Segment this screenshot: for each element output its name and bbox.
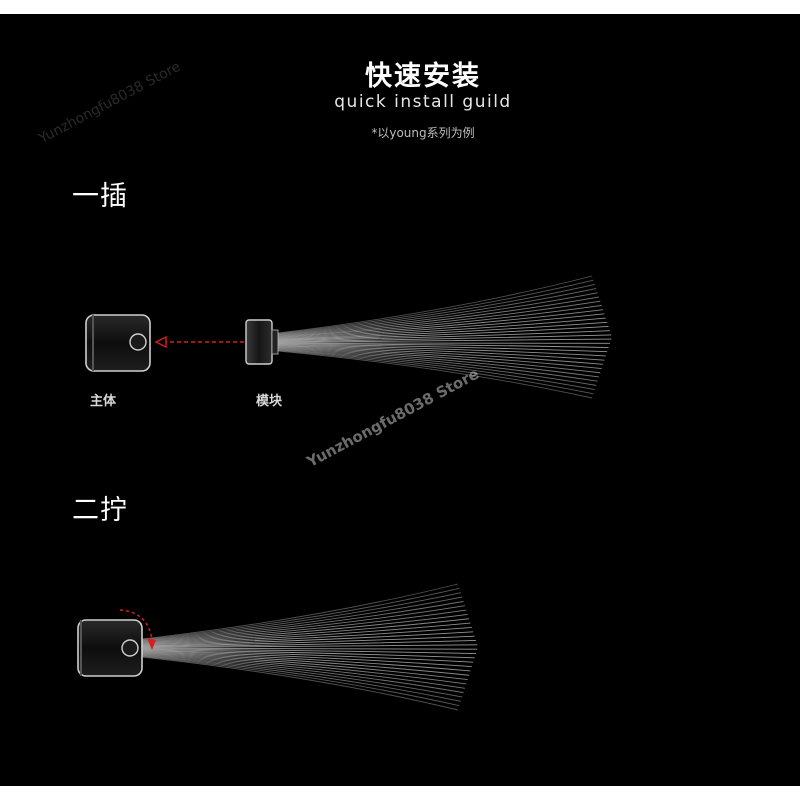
brush-bristles bbox=[277, 275, 612, 399]
bristle-strand bbox=[277, 317, 606, 340]
bristle-strand bbox=[141, 583, 459, 640]
bristle-strand bbox=[277, 275, 593, 334]
main-body-label: 主体 bbox=[90, 394, 117, 409]
bristle-strand bbox=[141, 651, 470, 676]
bristle-strand bbox=[141, 654, 464, 694]
twist-arrow-icon bbox=[119, 609, 156, 650]
bristle-strand bbox=[277, 309, 604, 339]
bristle-strand bbox=[141, 600, 464, 642]
bristle-strand bbox=[141, 656, 459, 711]
assembled-body-unit bbox=[77, 583, 478, 711]
bristle-strand bbox=[277, 348, 597, 386]
bristle-strand bbox=[141, 626, 472, 646]
step-2-heading: 二拧 bbox=[72, 495, 128, 526]
bristle-strand bbox=[141, 648, 476, 654]
bristle-strand bbox=[277, 348, 598, 382]
bristle-strand bbox=[141, 652, 467, 685]
page-subtitle: quick install guild bbox=[334, 92, 512, 112]
bristle-strand bbox=[141, 655, 460, 707]
bristle-strand bbox=[141, 650, 472, 668]
bristle-strand bbox=[141, 596, 463, 642]
bristle-strand bbox=[141, 653, 465, 689]
bristle-strand bbox=[277, 347, 599, 378]
brush-bristles-assembled bbox=[141, 583, 478, 711]
insert-arrow-icon bbox=[154, 335, 244, 349]
bristle-strand bbox=[277, 334, 612, 343]
bristle-strand bbox=[277, 343, 609, 348]
bristle-strand bbox=[141, 649, 474, 663]
bristle-strand bbox=[141, 587, 460, 641]
bristle-strand bbox=[141, 655, 461, 702]
bristle-strand bbox=[141, 654, 463, 698]
bristle-strand bbox=[141, 640, 476, 648]
bristle-strand bbox=[277, 346, 602, 369]
bristle-strand bbox=[277, 346, 601, 374]
bristle-strand bbox=[141, 609, 467, 644]
bristle-strand bbox=[141, 647, 478, 650]
module-label: 模块 bbox=[256, 394, 283, 409]
bristle-strand bbox=[141, 644, 478, 649]
bristle-strand bbox=[277, 338, 612, 343]
install-illustration bbox=[77, 275, 612, 711]
page-title: 快速安装 bbox=[365, 61, 481, 92]
bristle-strand bbox=[141, 605, 465, 643]
bristle-strand bbox=[277, 330, 610, 342]
bristle-strand bbox=[277, 305, 602, 338]
bristle-strand bbox=[277, 349, 595, 391]
bristle-strand bbox=[277, 344, 606, 357]
bristle-strand bbox=[277, 288, 597, 336]
bristle-strand bbox=[141, 649, 475, 659]
bristle-strand bbox=[277, 343, 608, 353]
bristle-strand bbox=[141, 592, 461, 641]
bristle-strand bbox=[277, 350, 593, 399]
bristle-strand bbox=[277, 313, 605, 340]
bristle-strand bbox=[141, 618, 470, 645]
bristle-strand bbox=[277, 321, 608, 341]
main-body-unit bbox=[85, 314, 151, 372]
step-1-heading: 一插 bbox=[72, 181, 128, 212]
bristle-strand bbox=[277, 292, 598, 336]
bristle-strand bbox=[141, 631, 474, 647]
series-note: *以young系列为例 bbox=[371, 126, 475, 140]
bristle-strand bbox=[277, 326, 609, 341]
bristle-strand bbox=[277, 349, 594, 395]
bristle-strand bbox=[277, 296, 599, 337]
bristle-strand bbox=[277, 283, 595, 335]
bristle-strand bbox=[277, 300, 601, 338]
bristle-strand bbox=[277, 344, 605, 361]
install-guide-canvas: Yunzhongfu8038 Store 快速安装 quick install … bbox=[0, 14, 800, 786]
bristle-strand bbox=[141, 635, 475, 647]
bristle-strand bbox=[277, 279, 594, 335]
brush-module bbox=[245, 275, 612, 399]
bristle-strand bbox=[141, 652, 468, 681]
bristle-strand bbox=[141, 613, 468, 644]
bristle-strand bbox=[277, 345, 604, 365]
bristle-strand bbox=[141, 650, 471, 672]
bristle-strand bbox=[141, 622, 471, 646]
